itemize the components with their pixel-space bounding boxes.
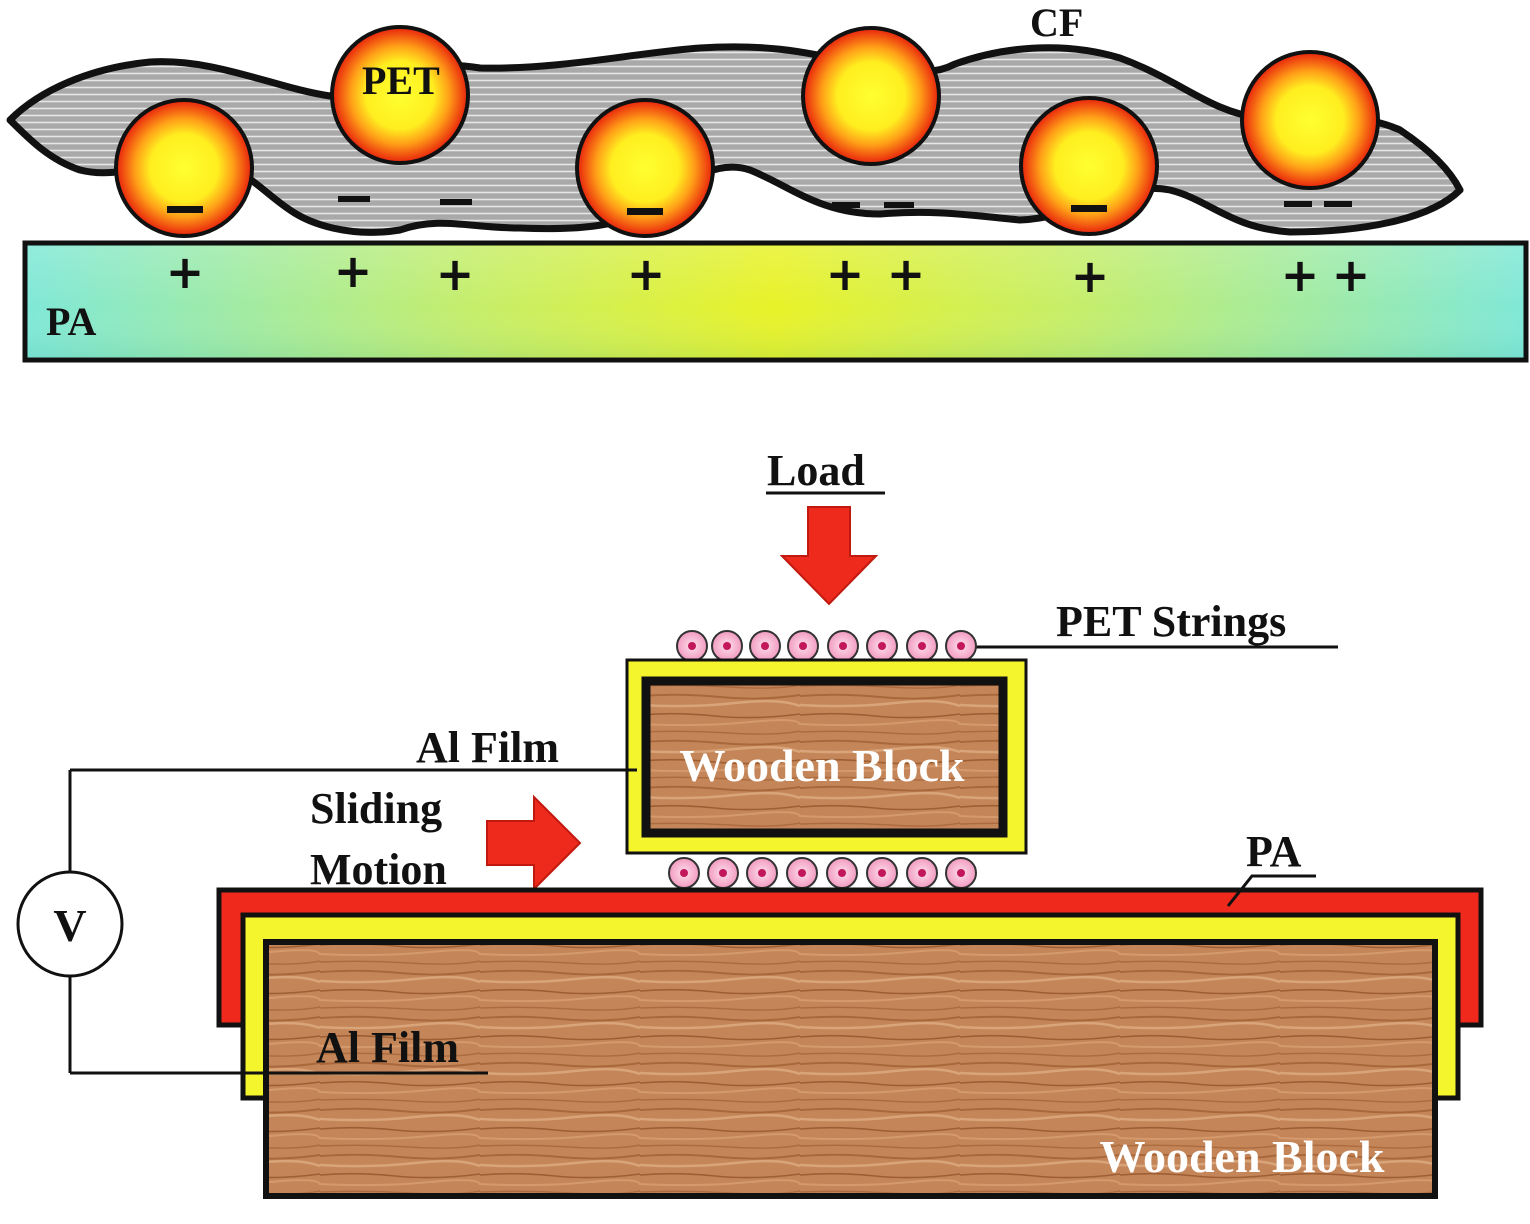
upper-wooden-block-label: Wooden Block <box>679 740 964 791</box>
positive-charge: + <box>334 244 373 298</box>
positive-charge: + <box>1071 249 1110 303</box>
positive-charge: + <box>826 247 865 301</box>
positive-charge: + <box>1332 248 1371 302</box>
motion-label: Motion <box>310 845 447 894</box>
negative-charges <box>167 196 1352 215</box>
sliding-arrow-icon <box>486 794 582 892</box>
pet-fiber-2 <box>330 25 470 165</box>
pet-string <box>746 857 778 889</box>
pet-string <box>866 857 898 889</box>
al-film-lower-label: Al Film <box>316 1023 459 1072</box>
positive-charge: + <box>627 247 666 301</box>
pet-fiber-4 <box>801 26 941 166</box>
voltmeter-label: V <box>53 900 86 951</box>
pet-string <box>945 857 977 889</box>
pet-string <box>866 630 898 662</box>
lower-wooden-block <box>263 939 1438 1199</box>
pet-strings-label: PET Strings <box>1056 597 1286 646</box>
negative-charge <box>832 202 860 208</box>
pet-string <box>906 857 938 889</box>
pet-string <box>668 857 700 889</box>
device-panel: Load PET Strings Wooden Block <box>16 446 1484 1199</box>
positive-charge: + <box>166 245 205 299</box>
pa-layer-shade <box>28 246 1523 357</box>
pet-string <box>749 630 781 662</box>
lower-wooden-block-label: Wooden Block <box>1099 1131 1384 1182</box>
positive-charge: + <box>436 247 475 301</box>
pet-fiber-6 <box>1240 50 1380 190</box>
pa-label-top: PA <box>46 299 96 344</box>
cf-label: CF <box>1030 0 1083 45</box>
pa-leader <box>1226 874 1316 907</box>
pa-label-bottom: PA <box>1246 827 1302 876</box>
negative-charge <box>1071 205 1107 212</box>
pet-string <box>827 630 859 662</box>
load-arrow-icon <box>779 506 879 606</box>
pet-fiber-3 <box>575 98 715 238</box>
pet-label: PET <box>362 58 440 103</box>
pet-string <box>906 630 938 662</box>
pet-string <box>707 857 739 889</box>
negative-charge <box>338 196 370 202</box>
pet-string <box>711 630 743 662</box>
negative-charge <box>627 208 663 215</box>
load-label: Load <box>767 446 865 495</box>
pet-string <box>826 857 858 889</box>
pet-strings-lower <box>668 857 977 889</box>
negative-charge <box>167 206 203 213</box>
pet-fiber-5 <box>1019 96 1159 236</box>
pet-fiber-1 <box>114 98 254 238</box>
negative-charge <box>440 199 472 205</box>
positive-charge: + <box>887 247 926 301</box>
positive-charge: + <box>1281 248 1320 302</box>
negative-charge <box>884 202 914 208</box>
pet-strings-upper <box>676 630 977 662</box>
pet-string <box>786 857 818 889</box>
negative-charge <box>1324 201 1352 207</box>
upper-wooden-block <box>641 676 1008 838</box>
voltmeter-icon <box>16 870 124 978</box>
positive-charges: + + + + + + + + + <box>166 244 1371 303</box>
negative-charge <box>1284 201 1312 207</box>
al-film-upper-label: Al Film <box>416 723 559 772</box>
pet-string <box>676 630 708 662</box>
sliding-label: Sliding <box>310 784 442 833</box>
pet-string <box>945 630 977 662</box>
mechanism-panel: + + + + + + + + + CF PET PA <box>6 0 1529 363</box>
pet-string <box>787 630 819 662</box>
